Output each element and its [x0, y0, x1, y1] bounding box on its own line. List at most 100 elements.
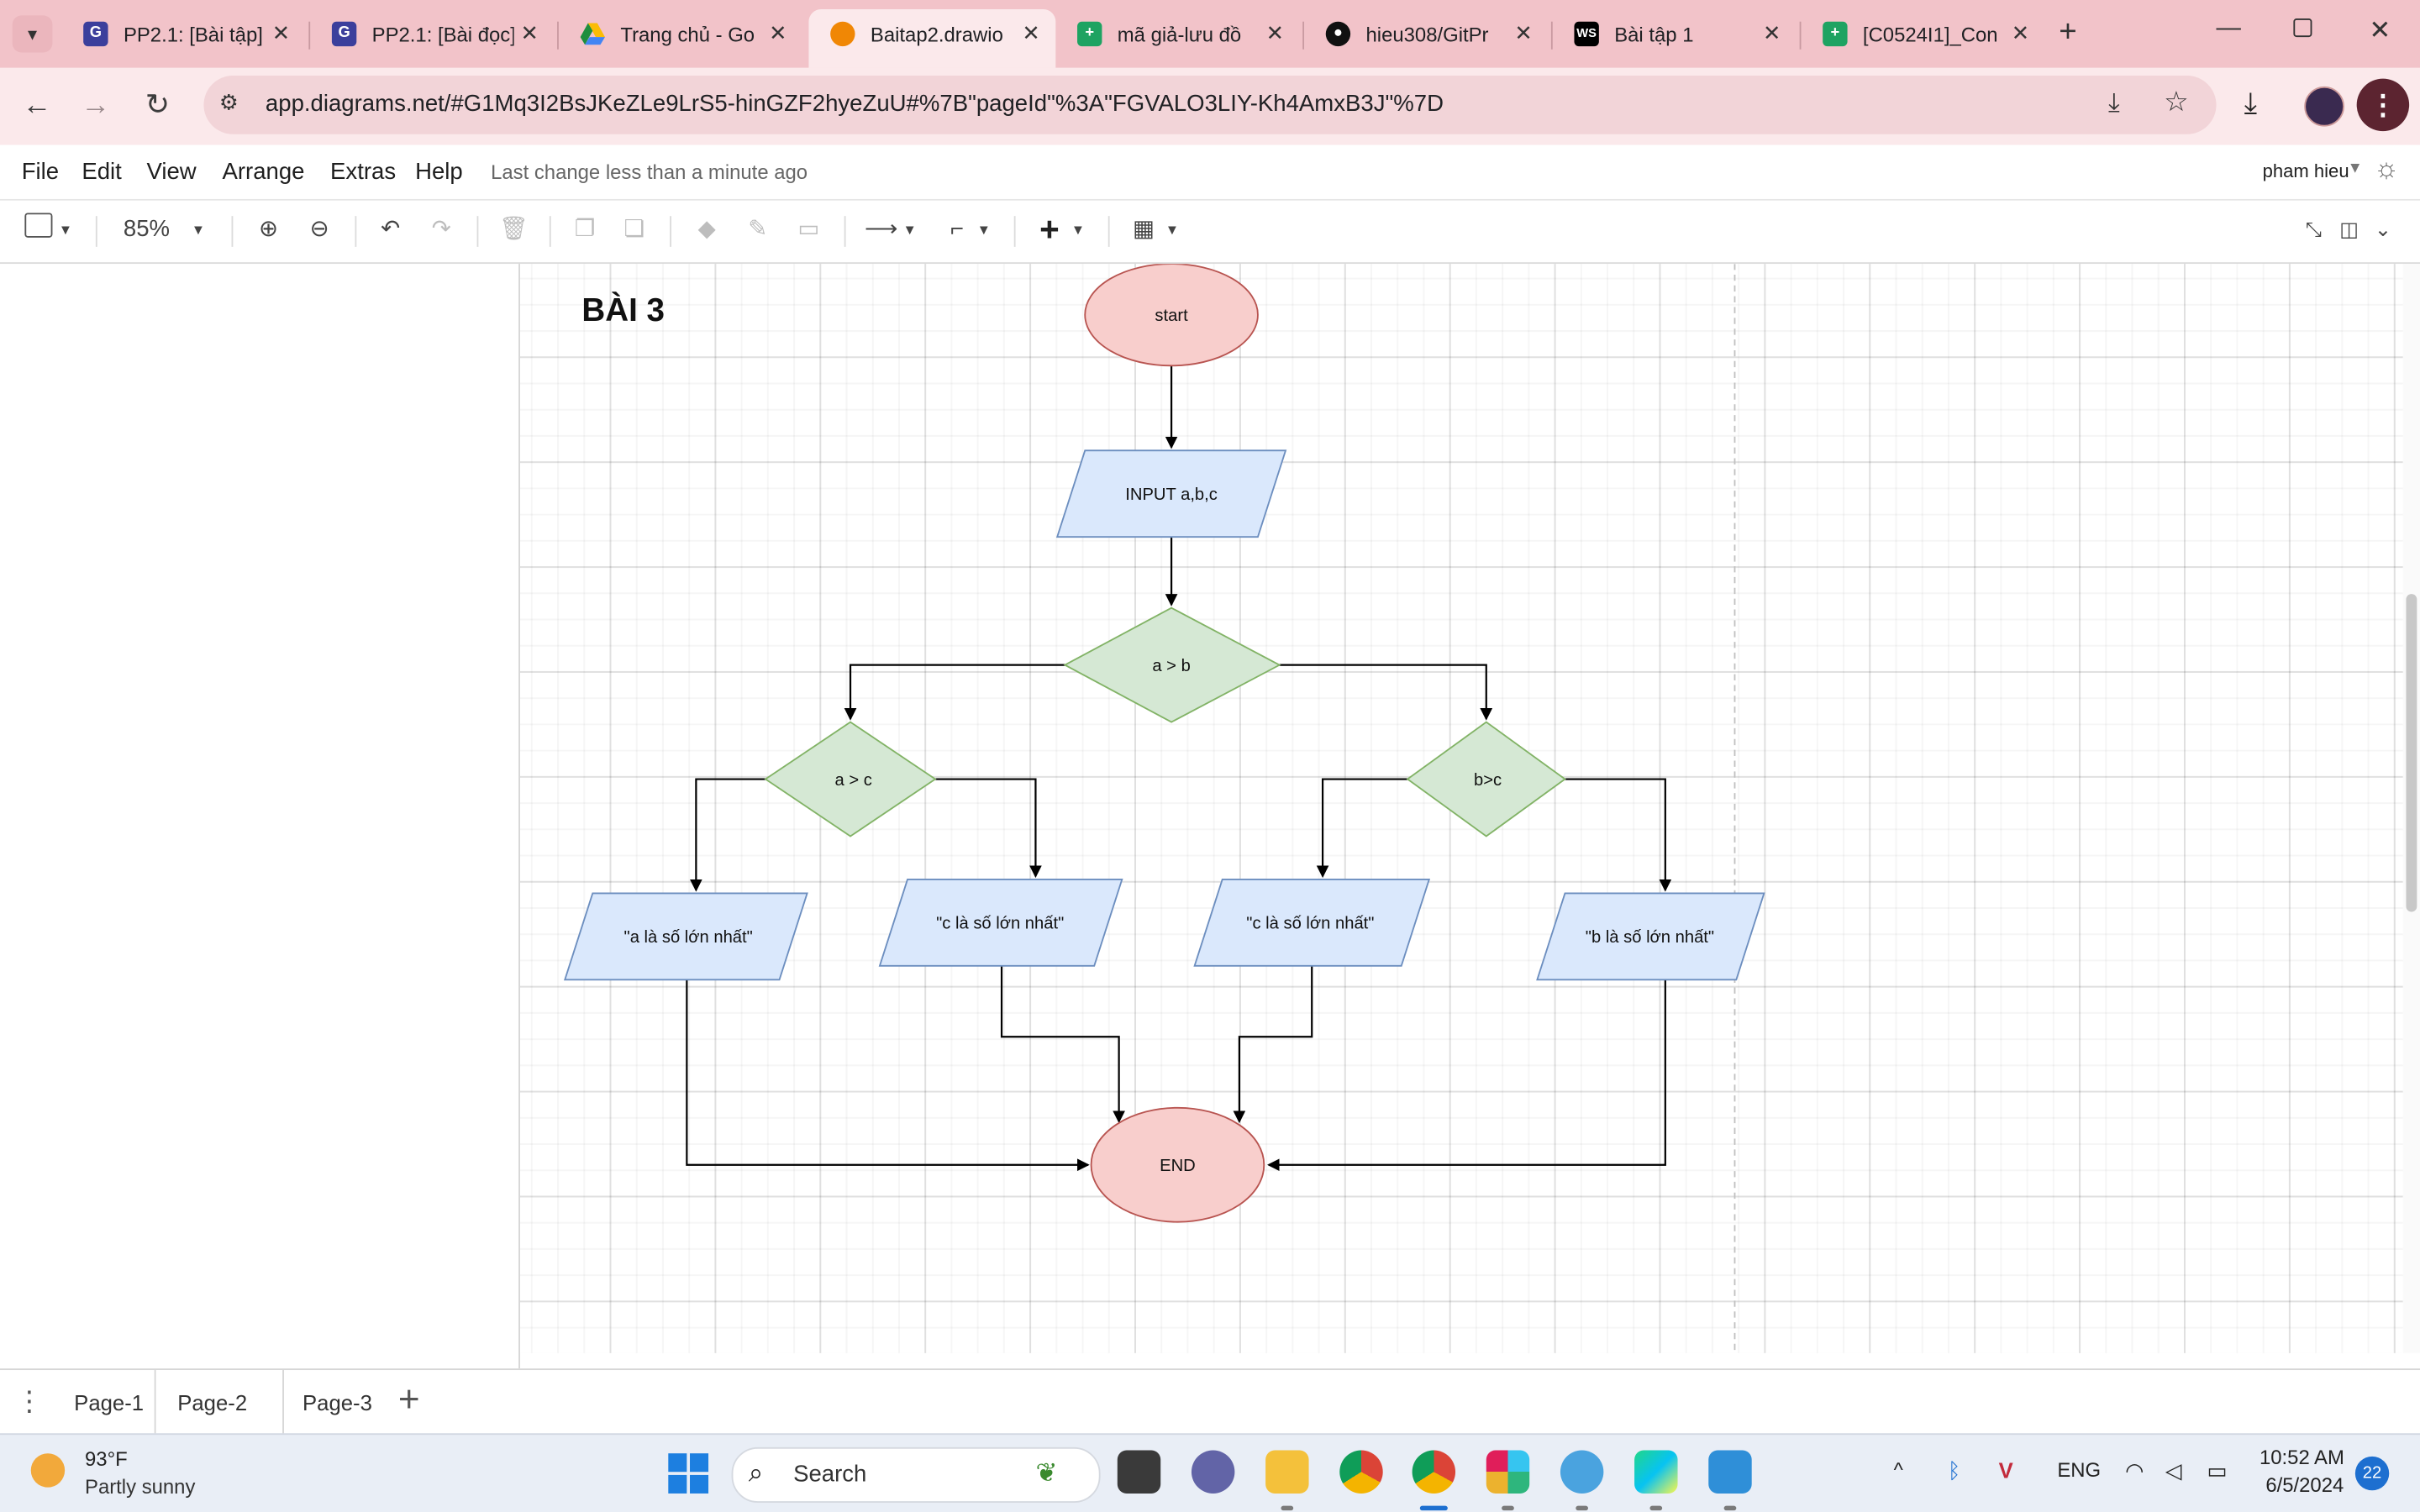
theme-sun-icon[interactable]: ☼: [2373, 152, 2400, 184]
to-front-icon[interactable]: ❐: [574, 216, 596, 243]
close-icon[interactable]: ✕: [520, 19, 539, 45]
window-close-icon[interactable]: ✕: [2369, 15, 2391, 45]
decision-a-gt-b[interactable]: a > b: [1063, 606, 1281, 723]
task-view-icon[interactable]: [1117, 1450, 1161, 1494]
page-tab-1[interactable]: Page-1: [74, 1389, 145, 1415]
bookmark-star-icon[interactable]: ☆: [2164, 86, 2189, 118]
add-page-icon[interactable]: +: [397, 1379, 420, 1421]
reload-icon[interactable]: ↻: [145, 89, 170, 123]
page-tab-3[interactable]: Page-3: [302, 1389, 372, 1415]
output-c-largest-left[interactable]: "c là số lớn nhất": [878, 879, 1123, 967]
to-back-icon[interactable]: ❏: [623, 216, 645, 243]
back-icon[interactable]: ←: [22, 89, 52, 123]
vertical-scrollbar-track[interactable]: [2402, 264, 2420, 1353]
file-explorer-icon[interactable]: [1265, 1450, 1309, 1494]
connector-outc1-end[interactable]: [1000, 965, 1125, 1124]
connector-outa-end[interactable]: [686, 979, 1090, 1172]
site-settings-icon[interactable]: ⚙: [218, 89, 239, 114]
vertical-scrollbar-thumb[interactable]: [2406, 594, 2417, 912]
zoom-out-icon[interactable]: ⊖: [309, 216, 329, 243]
browser-menu-icon[interactable]: ⋮: [2356, 78, 2410, 132]
collapse-icon[interactable]: ⌄: [2374, 217, 2391, 241]
chevron-up-icon[interactable]: ^: [1893, 1457, 1903, 1482]
waypoints-icon[interactable]: ⌐: [950, 216, 964, 243]
diagram-heading[interactable]: BÀI 3: [581, 291, 665, 328]
output-b-largest[interactable]: "b là số lớn nhất": [1536, 892, 1765, 981]
last-change-status[interactable]: Last change less than a minute ago: [491, 160, 808, 184]
line-color-icon[interactable]: ✎: [748, 216, 768, 243]
connection-arrow-icon[interactable]: ⟶: [864, 216, 898, 243]
browser-tab[interactable]: G PP2.1: [Bài đọc] ✕: [310, 9, 554, 59]
connector-ac-yes[interactable]: [690, 778, 766, 892]
new-tab-icon[interactable]: +: [2059, 15, 2077, 50]
connector-bc-yes[interactable]: [1565, 778, 1672, 892]
profile-avatar[interactable]: [2304, 86, 2344, 127]
url-text[interactable]: app.diagrams.net/#G1Mq3I2BsJKeZLe9LrS5-h…: [265, 91, 1444, 118]
browser-tab[interactable]: ● hieu308/GitPr ✕: [1304, 9, 1548, 59]
teams-chat-icon[interactable]: [1191, 1450, 1235, 1494]
close-icon[interactable]: ✕: [2011, 19, 2030, 45]
connector-outc2-end[interactable]: [1233, 965, 1313, 1124]
taskbar-search[interactable]: ⌕ Search ❦: [731, 1446, 1101, 1503]
connector-ab-yes[interactable]: [844, 664, 1065, 721]
input-language[interactable]: ENG: [2057, 1457, 2102, 1482]
chevron-down-icon[interactable]: ▼: [2347, 160, 2363, 178]
menu-file[interactable]: File: [21, 159, 60, 186]
chevron-down-icon[interactable]: ▼: [1165, 222, 1180, 238]
restore-icon[interactable]: [2293, 18, 2312, 38]
close-icon[interactable]: ✕: [1514, 19, 1533, 45]
connector-ac-no[interactable]: [935, 778, 1042, 879]
browser-tab[interactable]: WS Bài tập 1 ✕: [1553, 9, 1797, 59]
connector-bc-no[interactable]: [1316, 778, 1408, 879]
menu-arrange[interactable]: Arrange: [222, 159, 305, 186]
tab-list-button[interactable]: ▾: [12, 15, 53, 53]
input-shape[interactable]: INPUT a,b,c: [1055, 449, 1287, 538]
chevron-down-icon[interactable]: ▼: [191, 222, 206, 238]
connectors[interactable]: [686, 365, 1672, 1172]
close-icon[interactable]: ✕: [271, 19, 291, 45]
output-c-largest-right[interactable]: "c là số lớn nhất": [1193, 879, 1431, 967]
page-tab-2[interactable]: Page-2 ▲: [154, 1370, 284, 1478]
menu-view[interactable]: View: [146, 159, 197, 186]
fullscreen-icon[interactable]: ⤡: [2305, 217, 2322, 241]
pages-menu-icon[interactable]: ⋮: [15, 1385, 44, 1417]
table-icon[interactable]: ▦: [1132, 216, 1155, 243]
close-icon[interactable]: ✕: [769, 19, 787, 45]
address-bar[interactable]: ⚙ app.diagrams.net/#G1Mq3I2BsJKeZLe9LrS5…: [203, 75, 2217, 134]
chevron-down-icon[interactable]: ▼: [976, 222, 992, 238]
download-icon[interactable]: ⤓: [2244, 87, 2258, 121]
notification-badge[interactable]: 22: [2354, 1456, 2390, 1491]
clock-date[interactable]: 6/5/2024: [2265, 1473, 2344, 1497]
close-icon[interactable]: ✕: [1022, 19, 1040, 45]
forward-icon[interactable]: →: [81, 89, 111, 123]
user-name[interactable]: pham hieu: [2262, 160, 2349, 182]
chrome-icon[interactable]: [1339, 1450, 1383, 1494]
panel-toggle-icon[interactable]: ◫: [2339, 217, 2359, 241]
output-a-largest[interactable]: "a là số lớn nhất": [563, 892, 808, 981]
menu-edit[interactable]: Edit: [82, 159, 122, 186]
browser-tab[interactable]: + [C0524I1]_Con ✕: [1801, 9, 2044, 59]
delete-icon[interactable]: 🗑: [499, 216, 529, 243]
webstorm-icon[interactable]: [1634, 1450, 1678, 1494]
minimize-icon[interactable]: —: [2216, 15, 2241, 42]
zoom-in-icon[interactable]: ⊕: [259, 216, 279, 243]
browser-tab[interactable]: G PP2.1: [Bài tập] ✕: [61, 9, 305, 59]
shapes-sidebar[interactable]: [0, 264, 520, 1369]
browser-tab[interactable]: + mã giả-lưu đồ ✕: [1055, 9, 1299, 59]
menu-help[interactable]: Help: [415, 159, 463, 186]
bluetooth-icon[interactable]: ᛒ: [1947, 1457, 1961, 1483]
v-app-icon[interactable]: V: [1998, 1457, 2013, 1483]
battery-icon[interactable]: ▭: [2207, 1457, 2228, 1483]
chevron-down-icon[interactable]: ▼: [58, 222, 73, 238]
weather-widget[interactable]: 93°F Partly sunny: [28, 1444, 229, 1505]
start-terminal[interactable]: start: [1084, 264, 1259, 367]
fill-color-icon[interactable]: ◆: [697, 216, 716, 243]
browser-tab-active[interactable]: Baitap2.drawio ✕: [808, 9, 1056, 68]
clock-time[interactable]: 10:52 AM: [2259, 1446, 2344, 1469]
format-panel-icon[interactable]: [22, 213, 55, 246]
install-app-icon[interactable]: ⤓: [2107, 87, 2120, 118]
redo-icon[interactable]: ↷: [431, 216, 451, 243]
speaker-icon[interactable]: ◁: [2165, 1457, 2182, 1483]
close-icon[interactable]: ✕: [1265, 19, 1285, 45]
decision-b-gt-c[interactable]: b>c: [1406, 721, 1567, 837]
